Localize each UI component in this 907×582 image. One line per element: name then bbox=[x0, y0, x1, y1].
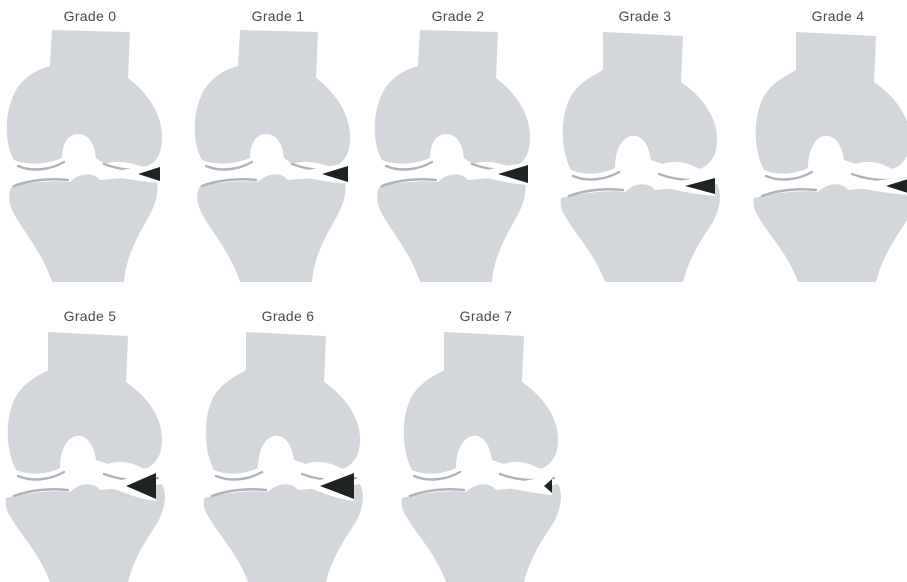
knee-illustration bbox=[368, 26, 548, 282]
grade-panel-0: Grade 0 bbox=[0, 0, 180, 280]
grade-label: Grade 0 bbox=[0, 8, 180, 24]
grade-label: Grade 4 bbox=[748, 8, 907, 24]
femur-bone bbox=[375, 30, 530, 166]
grade-panel-1: Grade 1 bbox=[188, 0, 368, 280]
knee-illustration bbox=[198, 326, 378, 582]
femur-bone bbox=[756, 32, 907, 174]
knee-illustration bbox=[396, 326, 576, 582]
grade-label: Grade 5 bbox=[0, 308, 180, 324]
knee-illustration bbox=[748, 26, 907, 282]
knee-illustration bbox=[0, 326, 180, 582]
grade-panel-7: Grade 7 bbox=[396, 300, 576, 580]
femur-bone bbox=[8, 332, 162, 474]
knee-illustration bbox=[0, 26, 180, 282]
grade-panel-3: Grade 3 bbox=[555, 0, 735, 280]
tibia-bone bbox=[204, 484, 363, 582]
femur-bone bbox=[7, 30, 162, 166]
grade-label: Grade 7 bbox=[396, 308, 576, 324]
grade-label: Grade 6 bbox=[198, 308, 378, 324]
femur-bone bbox=[563, 32, 717, 174]
grade-label: Grade 2 bbox=[368, 8, 548, 24]
grade-panel-6: Grade 6 bbox=[198, 300, 378, 580]
femur-bone bbox=[206, 332, 360, 474]
grade-panel-2: Grade 2 bbox=[368, 0, 548, 280]
knee-illustration bbox=[555, 26, 735, 282]
grade-label: Grade 3 bbox=[555, 8, 735, 24]
grade-label: Grade 1 bbox=[188, 8, 368, 24]
tibia-bone bbox=[197, 174, 345, 282]
grade-panel-5: Grade 5 bbox=[0, 300, 180, 580]
knee-illustration bbox=[188, 26, 368, 282]
tibia-bone bbox=[6, 484, 165, 582]
tibia-bone bbox=[402, 484, 561, 582]
tibia-bone bbox=[754, 184, 907, 282]
tibia-bone bbox=[561, 184, 720, 282]
tibia-bone bbox=[9, 174, 157, 282]
femur-bone bbox=[195, 30, 350, 166]
femur-bone bbox=[404, 332, 558, 474]
tibia-bone bbox=[377, 174, 525, 282]
grade-panel-4: Grade 4 bbox=[748, 0, 907, 280]
